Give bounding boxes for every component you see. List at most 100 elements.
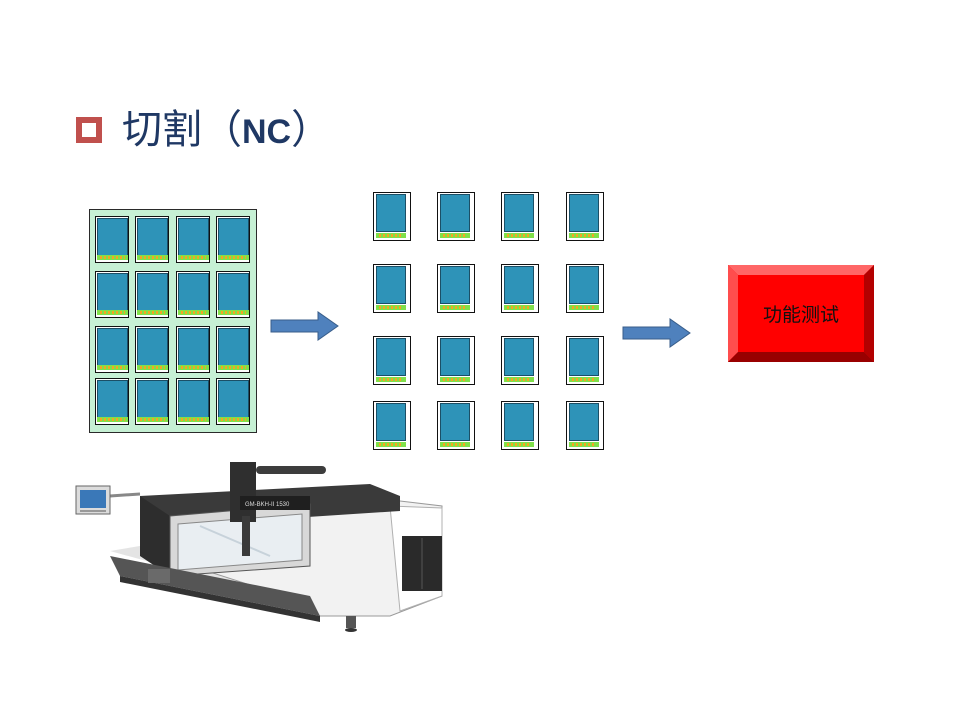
- module-contact-pads: [376, 377, 406, 382]
- module-contact-pads: [376, 305, 406, 310]
- module-contact-pads: [137, 310, 168, 315]
- module-cell: [135, 378, 169, 425]
- module-screen: [137, 328, 168, 366]
- module-screen: [218, 328, 249, 366]
- title-text: 切割（: [122, 107, 242, 153]
- module-cell: [373, 192, 411, 241]
- module-cell: [566, 401, 604, 450]
- module-cell: [373, 264, 411, 313]
- module-cell: [373, 336, 411, 385]
- module-cell: [437, 336, 475, 385]
- module-cell: [216, 271, 250, 318]
- module-cell: [437, 264, 475, 313]
- module-screen: [97, 380, 128, 418]
- module-screen: [376, 338, 406, 376]
- module-cell: [176, 378, 210, 425]
- module-screen: [218, 273, 249, 311]
- module-screen: [376, 403, 406, 441]
- module-cell: [501, 401, 539, 450]
- arrow-right-icon: [622, 318, 691, 348]
- function-test-box: 功能测试: [728, 265, 874, 362]
- module-cell: [95, 326, 129, 373]
- module-cell: [566, 192, 604, 241]
- nc-cutting-machine-image: GM-BKH-II 1530: [75, 462, 443, 632]
- module-cell: [437, 401, 475, 450]
- title-latin: NC: [242, 113, 292, 151]
- module-contact-pads: [137, 365, 168, 370]
- module-cell: [135, 271, 169, 318]
- module-cell: [437, 192, 475, 241]
- module-cell: [501, 336, 539, 385]
- module-screen: [569, 266, 599, 304]
- module-contact-pads: [137, 255, 168, 260]
- module-screen: [440, 266, 470, 304]
- module-contact-pads: [218, 365, 249, 370]
- module-screen: [504, 403, 534, 441]
- module-contact-pads: [504, 377, 534, 382]
- function-test-label: 功能测试: [762, 304, 839, 326]
- module-cell: [95, 378, 129, 425]
- module-cell: [566, 336, 604, 385]
- module-contact-pads: [569, 377, 599, 382]
- module-cell: [135, 326, 169, 373]
- module-contact-pads: [97, 365, 128, 370]
- module-screen: [178, 273, 209, 311]
- module-contact-pads: [178, 310, 209, 315]
- module-screen: [504, 194, 534, 232]
- module-contact-pads: [97, 417, 128, 422]
- module-screen: [97, 328, 128, 366]
- module-contact-pads: [504, 233, 534, 238]
- module-cell: [135, 216, 169, 263]
- module-contact-pads: [569, 233, 599, 238]
- title-bullet-icon: [76, 117, 102, 143]
- module-cell: [501, 192, 539, 241]
- module-contact-pads: [97, 255, 128, 260]
- module-contact-pads: [178, 365, 209, 370]
- module-contact-pads: [218, 255, 249, 260]
- module-contact-pads: [440, 377, 470, 382]
- module-cell: [216, 378, 250, 425]
- module-screen: [178, 328, 209, 366]
- module-screen: [569, 403, 599, 441]
- module-contact-pads: [440, 233, 470, 238]
- module-screen: [376, 194, 406, 232]
- module-screen: [440, 194, 470, 232]
- module-cell: [566, 264, 604, 313]
- module-cell: [501, 264, 539, 313]
- module-screen: [504, 338, 534, 376]
- module-screen: [178, 380, 209, 418]
- title-close: ）: [291, 107, 332, 153]
- module-screen: [137, 273, 168, 311]
- module-cell: [216, 216, 250, 263]
- panel-sheet: [89, 209, 257, 433]
- module-screen: [178, 218, 209, 256]
- module-contact-pads: [440, 305, 470, 310]
- module-contact-pads: [97, 310, 128, 315]
- module-contact-pads: [218, 310, 249, 315]
- arrow-right-icon: [270, 311, 339, 341]
- module-cell: [176, 271, 210, 318]
- module-contact-pads: [178, 255, 209, 260]
- module-contact-pads: [137, 417, 168, 422]
- module-contact-pads: [218, 417, 249, 422]
- module-screen: [137, 380, 168, 418]
- module-contact-pads: [178, 417, 209, 422]
- module-screen: [137, 218, 168, 256]
- module-screen: [569, 338, 599, 376]
- module-contact-pads: [569, 305, 599, 310]
- page-title: 切割（NC）: [122, 104, 331, 158]
- module-cell: [176, 216, 210, 263]
- module-screen: [440, 338, 470, 376]
- machine-model-label: GM-BKH-II 1530: [245, 502, 290, 508]
- module-cell: [216, 326, 250, 373]
- module-screen: [218, 380, 249, 418]
- module-screen: [440, 403, 470, 441]
- module-contact-pads: [376, 233, 406, 238]
- module-contact-pads: [376, 442, 406, 447]
- module-screen: [504, 266, 534, 304]
- module-screen: [376, 266, 406, 304]
- module-screen: [97, 273, 128, 311]
- module-screen: [97, 218, 128, 256]
- module-contact-pads: [569, 442, 599, 447]
- module-cell: [176, 326, 210, 373]
